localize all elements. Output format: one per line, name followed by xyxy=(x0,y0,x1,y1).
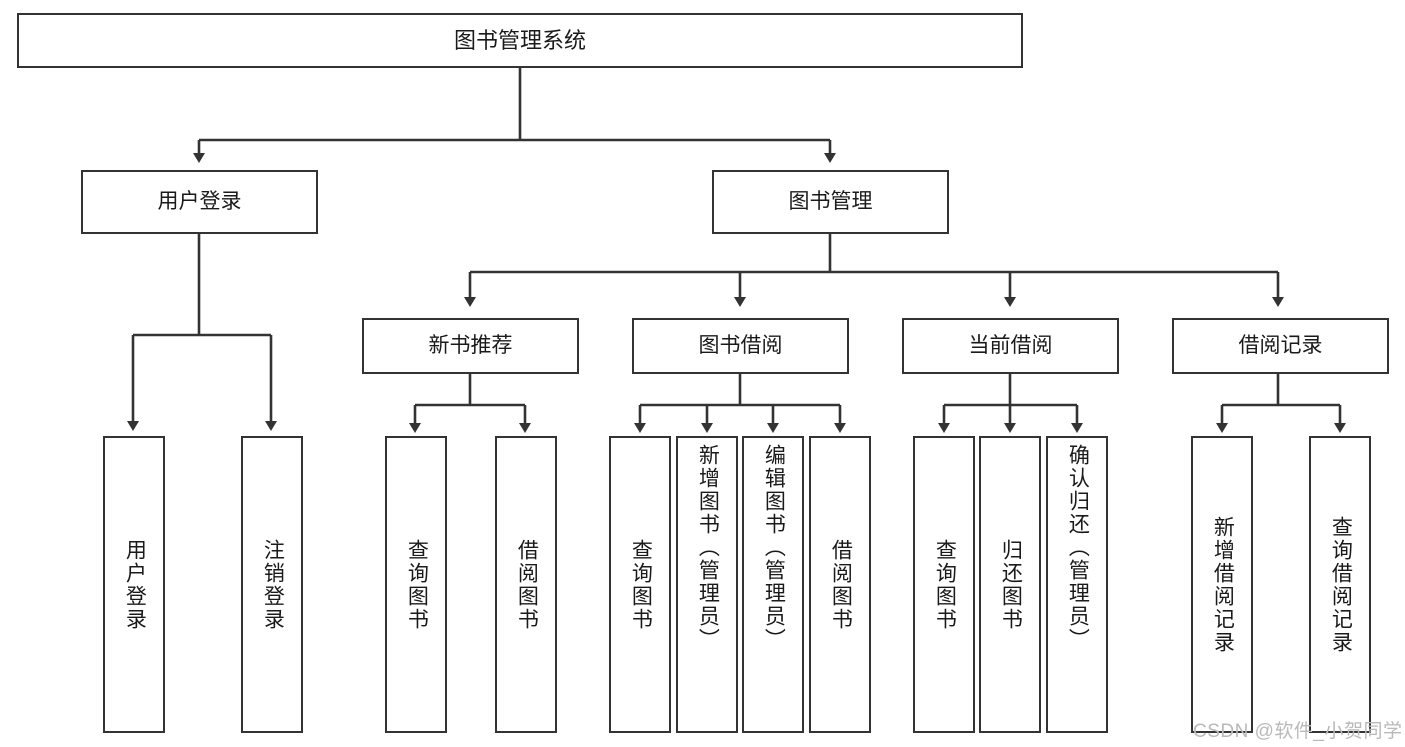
node-label: 查询图书 xyxy=(933,538,957,631)
node-label: 查询图书 xyxy=(629,538,653,631)
node-label: 图书管理 xyxy=(788,189,873,213)
leaf-add-borrow-record[interactable]: 新增借阅记录 xyxy=(1191,436,1253,733)
leaf-logout-login[interactable]: 注销登录 xyxy=(241,436,303,733)
leaf-borrow-book-recommend[interactable]: 借阅图书 xyxy=(495,436,557,733)
node-label: 新增借阅记录 xyxy=(1211,515,1235,654)
leaf-user-login[interactable]: 用户登录 xyxy=(103,436,165,733)
node-label: 查询借阅记录 xyxy=(1329,515,1353,654)
node-label: 新增图书（管理员） xyxy=(696,444,720,651)
node-label: 借阅记录 xyxy=(1238,333,1323,357)
node-label: 新书推荐 xyxy=(428,333,513,357)
leaf-query-book-borrow[interactable]: 查询图书 xyxy=(609,436,671,733)
leaf-query-book-current[interactable]: 查询图书 xyxy=(913,436,975,733)
node-user-login[interactable]: 用户登录 xyxy=(81,170,318,234)
leaf-query-borrow-record[interactable]: 查询借阅记录 xyxy=(1309,436,1371,733)
node-new-book-recommend[interactable]: 新书推荐 xyxy=(362,318,579,374)
node-label: 用户登录 xyxy=(157,189,242,213)
node-current-borrow[interactable]: 当前借阅 xyxy=(902,318,1119,374)
leaf-edit-book-admin[interactable]: 编辑图书（管理员） xyxy=(742,436,804,733)
node-label: 归还图书 xyxy=(999,538,1023,631)
node-label: 确认归还（管理员） xyxy=(1066,444,1090,651)
node-label: 图书管理系统 xyxy=(453,27,586,53)
node-borrow-records[interactable]: 借阅记录 xyxy=(1172,318,1389,374)
node-label: 编辑图书（管理员） xyxy=(762,444,786,651)
leaf-borrow-book[interactable]: 借阅图书 xyxy=(809,436,871,733)
node-book-borrow[interactable]: 图书借阅 xyxy=(632,318,849,374)
node-label: 注销登录 xyxy=(261,538,285,631)
csdn-watermark: CSDN @软件_小贺同学 xyxy=(1193,721,1403,742)
node-label: 图书借阅 xyxy=(698,333,783,357)
node-label: 借阅图书 xyxy=(515,538,539,631)
node-label: 用户登录 xyxy=(123,538,147,631)
leaf-confirm-return-admin[interactable]: 确认归还（管理员） xyxy=(1046,436,1108,733)
leaf-add-book-admin[interactable]: 新增图书（管理员） xyxy=(676,436,738,733)
leaf-return-book[interactable]: 归还图书 xyxy=(979,436,1041,733)
node-label: 当前借阅 xyxy=(968,333,1053,357)
node-label: 查询图书 xyxy=(405,538,429,631)
leaf-query-book-recommend[interactable]: 查询图书 xyxy=(385,436,447,733)
node-book-management[interactable]: 图书管理 xyxy=(712,170,949,234)
node-root-system[interactable]: 图书管理系统 xyxy=(17,13,1023,68)
node-label: 借阅图书 xyxy=(829,538,853,631)
